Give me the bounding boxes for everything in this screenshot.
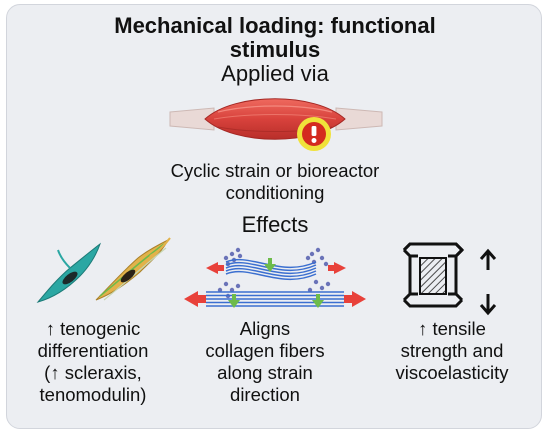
effect-1-line-2: differentiation xyxy=(37,340,149,361)
effect-3-line-1: ↑ tensile xyxy=(418,318,486,339)
stimulus-caption-line-2: conditioning xyxy=(225,182,325,203)
effect-collagen-text: Aligns collagen fibers along strain dire… xyxy=(180,318,350,406)
effect-3-line-2: strength and xyxy=(400,340,504,361)
effect-2-line-2: collagen fibers xyxy=(205,340,325,361)
title: Mechanical loading: functional stimulus xyxy=(0,14,550,62)
effect-2-line-3: along strain xyxy=(217,362,313,383)
effect-2-line-4: direction xyxy=(230,384,300,405)
effect-1-line-3: (↑ scleraxis, xyxy=(44,362,142,383)
panel-card xyxy=(6,4,542,429)
effect-1-line-4: tenomodulin) xyxy=(39,384,147,405)
effect-tensile-text: ↑ tensile strength and viscoelasticity xyxy=(362,318,542,384)
effect-tenogenic-text: ↑ tenogenic differentiation (↑ scleraxis… xyxy=(18,318,168,406)
stimulus-caption: Cyclic strain or bioreactor conditioning xyxy=(0,160,550,204)
stimulus-caption-line-1: Cyclic strain or bioreactor xyxy=(170,160,380,181)
effect-1-line-1: ↑ tenogenic xyxy=(45,318,141,339)
effect-3-line-3: viscoelasticity xyxy=(395,362,509,383)
title-line-1: Mechanical loading: functional xyxy=(114,13,436,38)
effects-label: Effects xyxy=(241,212,309,237)
title-line-2: stimulus xyxy=(229,37,321,62)
applied-via-label: Applied via xyxy=(221,61,329,86)
effect-2-line-1: Aligns xyxy=(239,318,291,339)
